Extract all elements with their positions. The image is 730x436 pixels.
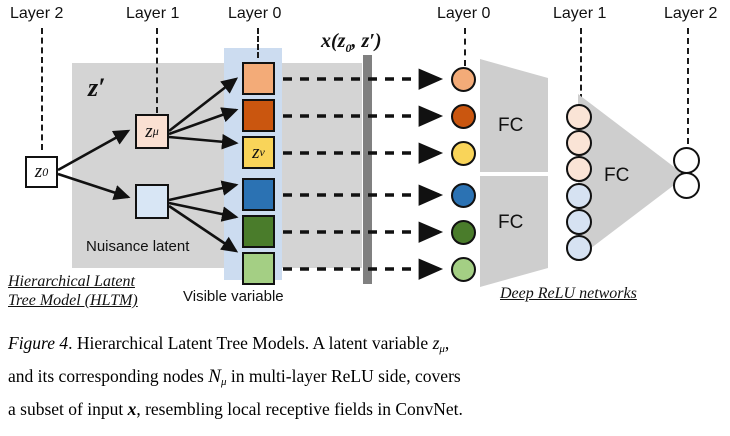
- layer-label-right-1: Layer 1: [553, 5, 607, 22]
- caption-line2-math: N: [208, 366, 221, 387]
- layer-label-left-0: Layer 0: [228, 5, 282, 22]
- layer0-circle-6[interactable]: [451, 257, 476, 282]
- guide-left-layer0: [257, 28, 259, 58]
- layer0-circle-5[interactable]: [451, 220, 476, 245]
- caption-line3-a: a subset of input: [8, 399, 128, 419]
- caption-line3-b: , resembling local receptive fields in C…: [136, 399, 463, 419]
- layer2-circle-1[interactable]: [673, 147, 700, 174]
- nuisance-latent-label: Nuisance latent: [86, 238, 190, 255]
- layer0-circle-1[interactable]: [451, 67, 476, 92]
- tree-edges: [57, 77, 239, 253]
- caption-line2-b: in multi-layer ReLU side, covers: [226, 366, 461, 386]
- hltm-gray-panel: [72, 63, 233, 268]
- layer1-circle-1[interactable]: [566, 104, 592, 130]
- z-prime-label: z′: [88, 73, 106, 102]
- layer0-circle-2[interactable]: [451, 104, 476, 129]
- guide-right-layer1: [580, 28, 582, 100]
- guide-left-layer2: [41, 28, 43, 150]
- caption-line1-sub: μ: [439, 343, 445, 355]
- caption-line3-math: x: [127, 399, 137, 419]
- layer1-circle-3[interactable]: [566, 156, 592, 182]
- fc-block-final: [578, 94, 686, 258]
- x-function-label: x(z0, z′): [321, 30, 382, 55]
- dashed-mapping-arrows: [283, 68, 444, 280]
- guide-left-layer1: [156, 28, 158, 113]
- layer1-circle-4[interactable]: [566, 183, 592, 209]
- layer1-circle-5[interactable]: [566, 209, 592, 235]
- layer1-circle-2[interactable]: [566, 130, 592, 156]
- caption-line1-a: . Hierarchical Latent Tree Models. A lat…: [68, 333, 433, 353]
- deep-relu-caption: Deep ReLU networks: [500, 285, 637, 302]
- fc-blocks: [480, 59, 686, 287]
- visible-square-5[interactable]: [242, 215, 275, 248]
- caption-line1-b: ,: [444, 333, 450, 353]
- fc-label-bottom: FC: [498, 212, 524, 233]
- node-nuisance-latent[interactable]: [135, 184, 169, 219]
- visible-square-6[interactable]: [242, 252, 275, 285]
- hltm-caption-line2: Tree Model (HLTM): [8, 292, 138, 309]
- figure-caption: Figure 4. Hierarchical Latent Tree Model…: [8, 330, 722, 423]
- visible-variable-caption: Visible variable: [183, 288, 284, 305]
- hltm-caption-line1: Hierarchical Latent: [8, 273, 135, 290]
- fc-label-top: FC: [498, 115, 524, 136]
- visible-square-1[interactable]: [242, 62, 275, 95]
- layer-label-right-2: Layer 2: [664, 5, 718, 22]
- fc-block-top: [480, 59, 548, 172]
- guide-right-layer2: [687, 28, 689, 144]
- fc-block-bottom: [480, 176, 548, 287]
- visible-square-2[interactable]: [242, 99, 275, 132]
- layer-label-left-1: Layer 1: [126, 5, 180, 22]
- hltm-caption: Hierarchical Latent Tree Model (HLTM): [8, 272, 168, 310]
- layer1-circle-6[interactable]: [566, 235, 592, 261]
- layer0-circle-3[interactable]: [451, 141, 476, 166]
- divider-bar: [363, 55, 372, 284]
- caption-line1-math: z: [432, 333, 440, 353]
- fc-label-final: FC: [604, 165, 630, 186]
- visible-square-4[interactable]: [242, 178, 275, 211]
- caption-line2-a: and its corresponding nodes: [8, 366, 209, 386]
- layer-label-left-2: Layer 2: [10, 5, 64, 22]
- guide-right-layer0: [464, 28, 466, 66]
- caption-line2-sub: μ: [220, 376, 227, 388]
- visible-gray-panel: [272, 63, 362, 268]
- layer-label-right-0: Layer 0: [437, 5, 491, 22]
- layer0-circle-4[interactable]: [451, 183, 476, 208]
- layer2-circle-2[interactable]: [673, 172, 700, 199]
- figure-canvas: Layer 2 Layer 1 Layer 0 Layer 0 Layer 1 …: [8, 5, 718, 310]
- caption-figure-number: Figure 4: [8, 333, 69, 353]
